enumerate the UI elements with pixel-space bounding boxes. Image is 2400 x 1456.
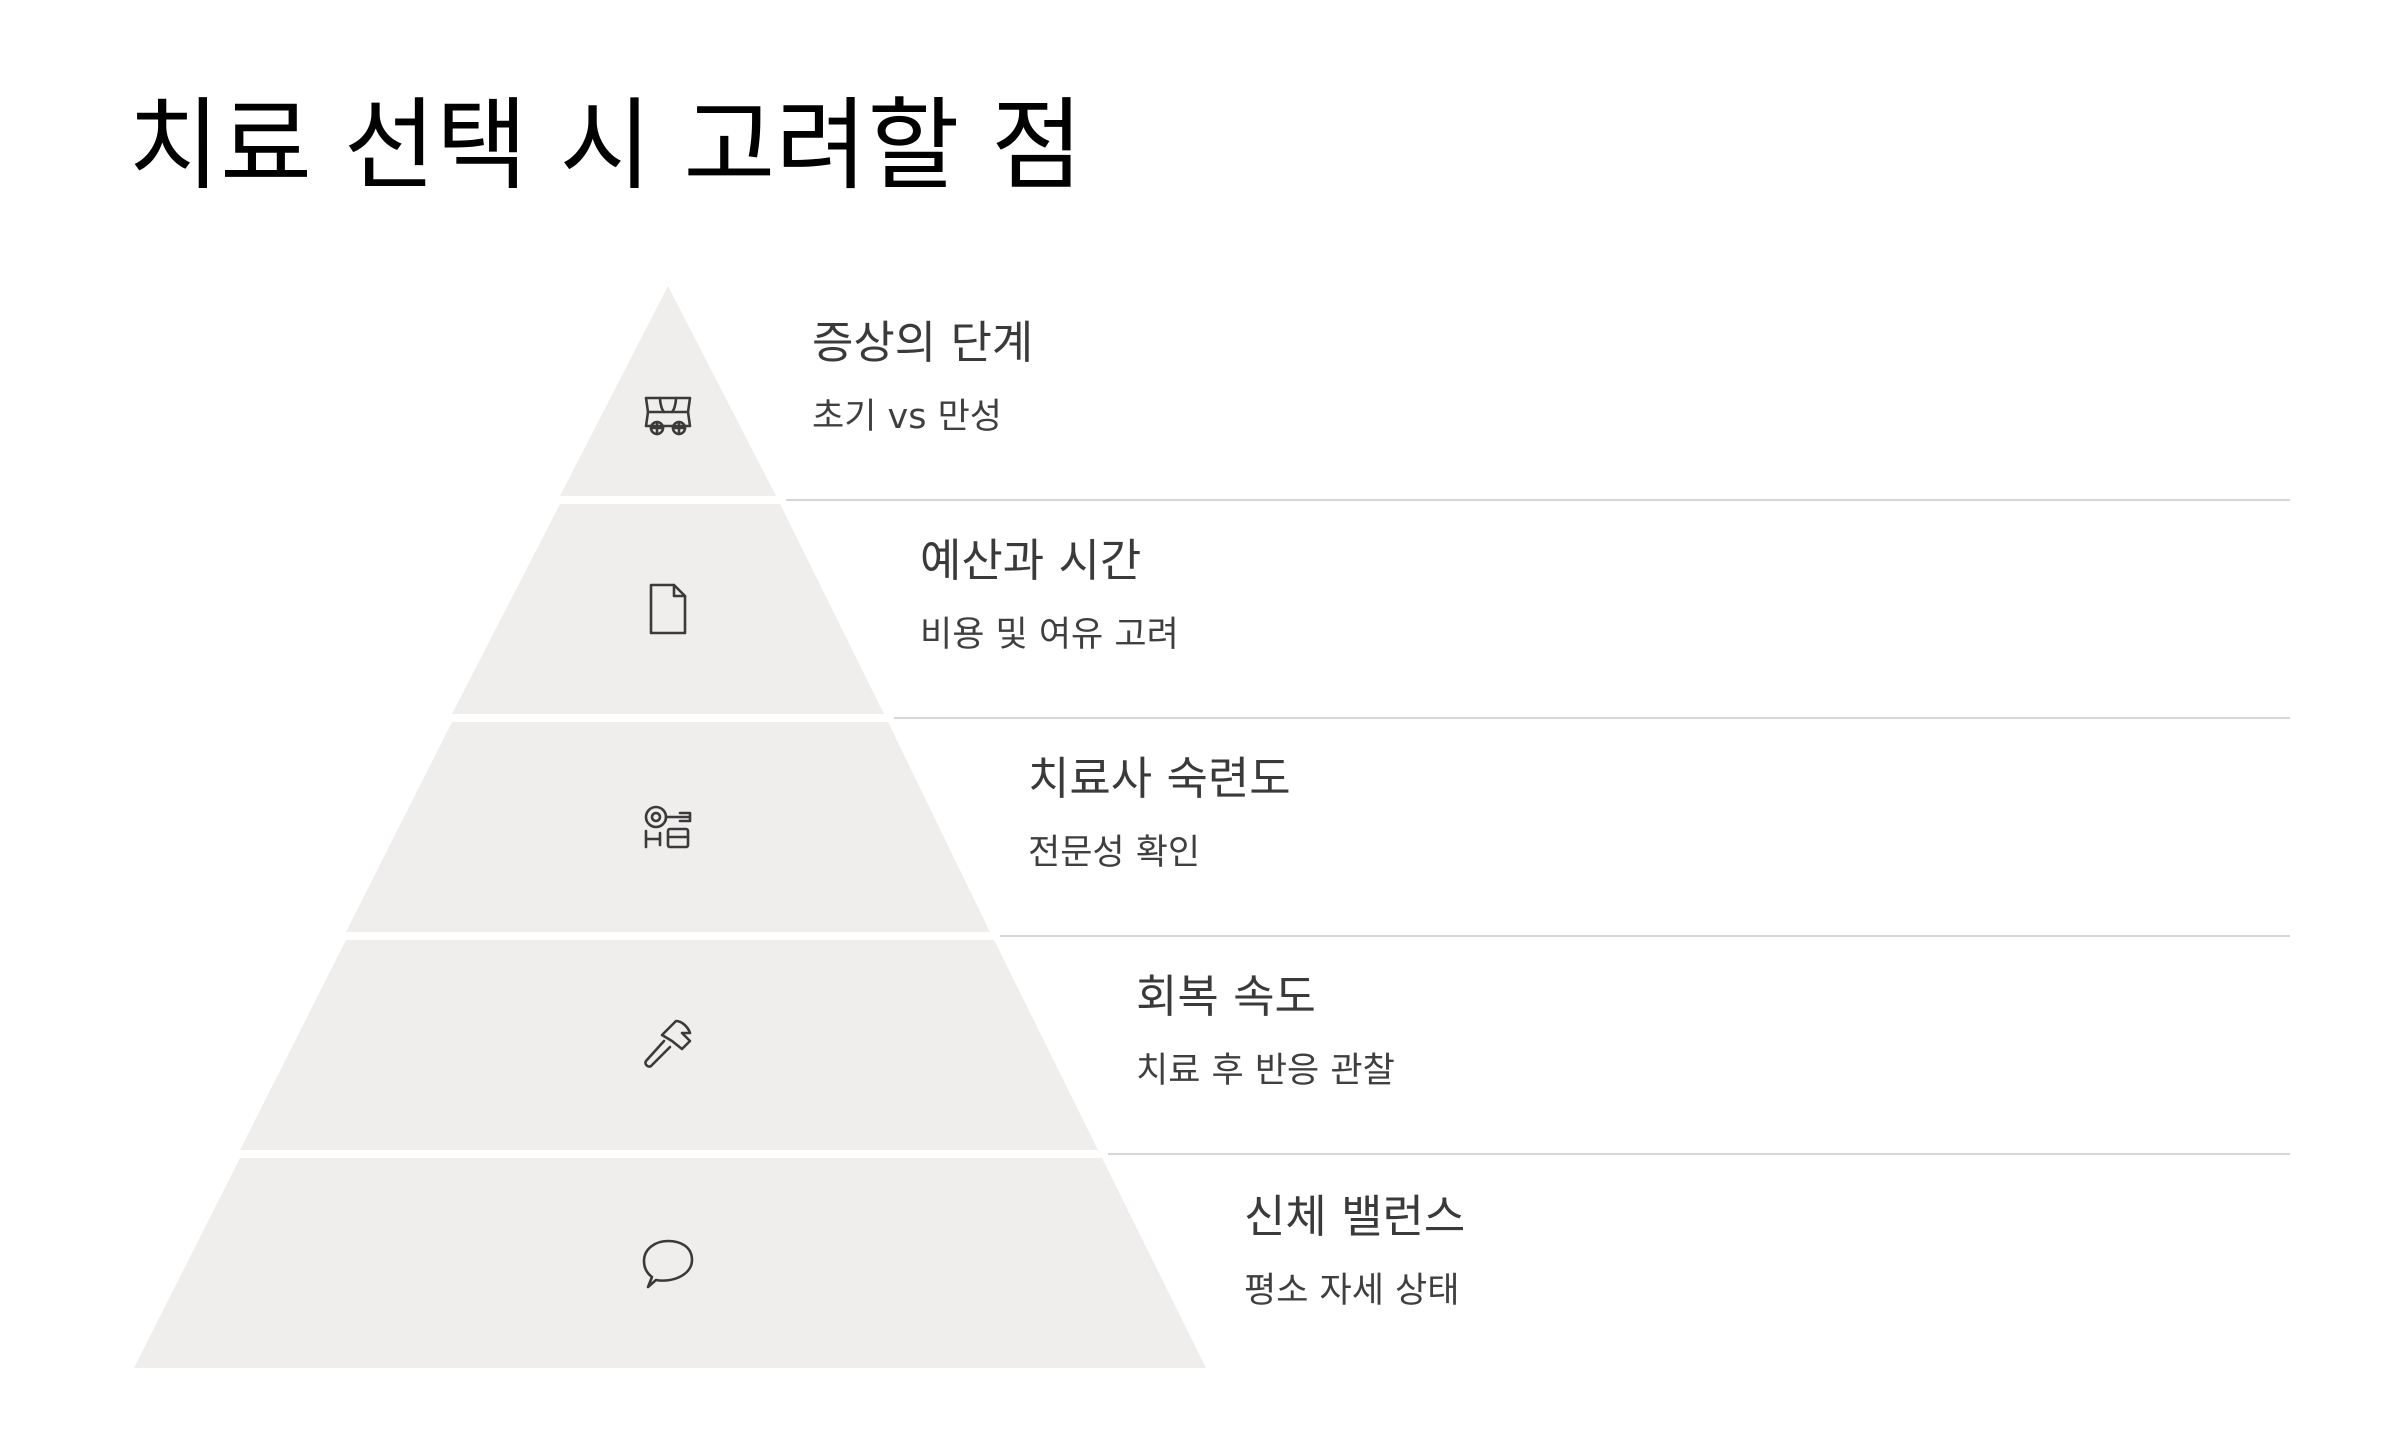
level-5-subtitle: 평소 자세 상태 bbox=[1244, 1271, 1460, 1311]
pyramid-tier-5 bbox=[134, 1158, 1206, 1368]
level-1-title: 증상의 단계 bbox=[812, 316, 1034, 369]
level-2-title: 예산과 시간 bbox=[920, 534, 1142, 587]
level-2-subtitle: 비용 및 여유 고려 bbox=[920, 615, 1179, 655]
level-1-text: 증상의 단계 초기 vs 만성 bbox=[812, 316, 1033, 438]
document-icon bbox=[649, 583, 687, 635]
pyramid-tier-2 bbox=[452, 504, 2290, 719]
speech-bubble-icon bbox=[642, 1239, 694, 1289]
level-5-title: 신체 밸런스 bbox=[1244, 1190, 1466, 1243]
pyramid-tier-3 bbox=[346, 722, 2290, 937]
level-3-subtitle: 전문성 확인 bbox=[1028, 833, 1201, 873]
pyramid-tier-4 bbox=[240, 940, 2290, 1155]
level-5-text: 신체 밸런스 평소 자세 상태 bbox=[1244, 1190, 1465, 1312]
vintage-car-icon bbox=[644, 396, 692, 436]
level-3-text: 치료사 숙련도 전문성 확인 bbox=[1028, 752, 1291, 874]
pyramid-tier-1 bbox=[560, 286, 2290, 501]
level-4-subtitle: 치료 후 반응 관찰 bbox=[1136, 1051, 1395, 1091]
level-1-subtitle: 초기 vs 만성 bbox=[812, 397, 1002, 437]
level-4-text: 회복 속도 치료 후 반응 관찰 bbox=[1136, 970, 1395, 1092]
page-title: 치료 선택 시 고려할 점 bbox=[128, 87, 1084, 204]
level-4-title: 회복 속도 bbox=[1136, 970, 1316, 1023]
level-2-text: 예산과 시간 비용 및 여유 고려 bbox=[920, 534, 1179, 656]
hammer-icon bbox=[644, 1019, 692, 1068]
tools-icon bbox=[644, 805, 692, 849]
level-3-title: 치료사 숙련도 bbox=[1028, 752, 1291, 805]
